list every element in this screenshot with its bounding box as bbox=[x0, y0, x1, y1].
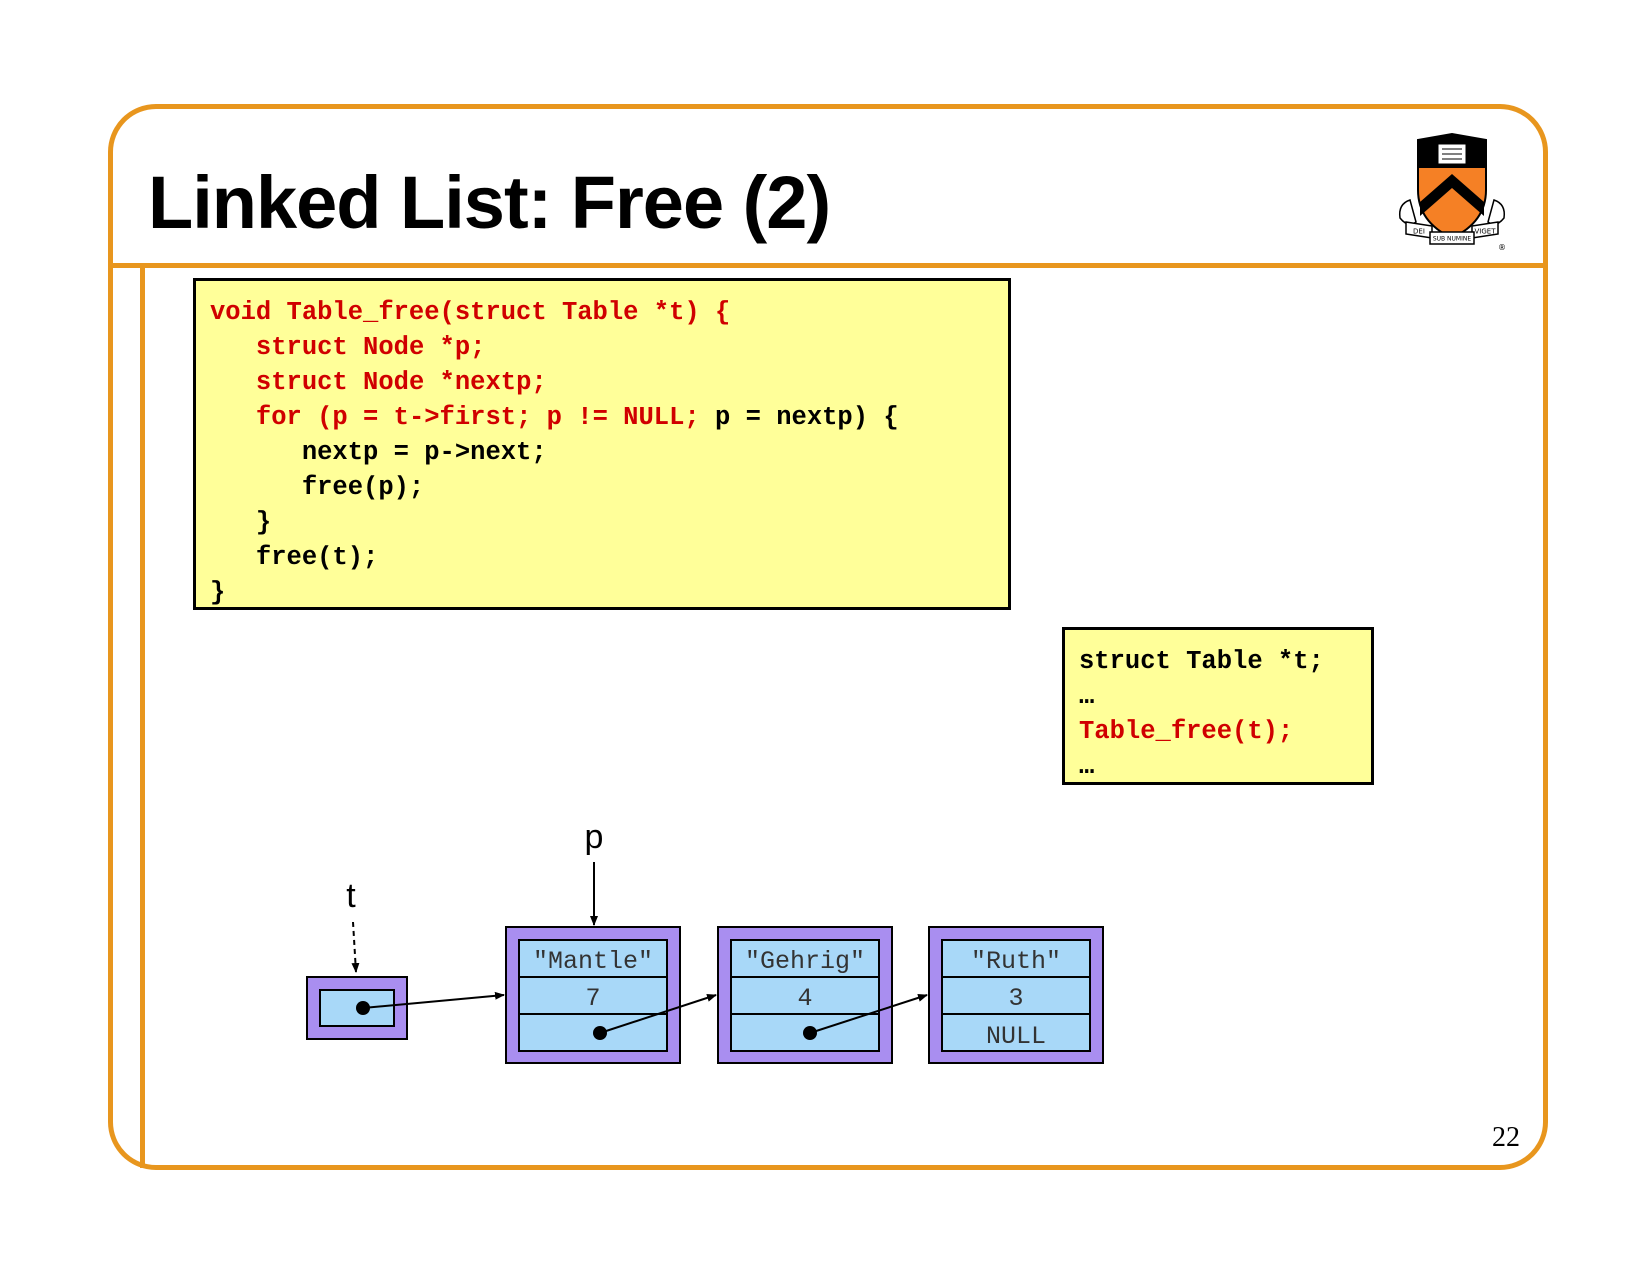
code-line: free(p); bbox=[210, 470, 1008, 505]
node-key: "Ruth" bbox=[971, 947, 1061, 976]
motto-left: DEI bbox=[1413, 228, 1425, 236]
code-line: void Table_free(struct Table *t) { bbox=[210, 295, 1008, 330]
call-site-line: … bbox=[1079, 752, 1095, 781]
code-text: } bbox=[210, 578, 226, 607]
motto-right: VIGET bbox=[1475, 228, 1497, 236]
node-value: 7 bbox=[585, 984, 600, 1013]
call-site-line: … bbox=[1079, 682, 1095, 711]
node-next-null: NULL bbox=[986, 1022, 1046, 1051]
motto-center: SUB NUMINE bbox=[1433, 236, 1472, 243]
list-node-ruth: "Ruth" 3 NULL bbox=[928, 926, 1104, 1064]
table-free-code-block: void Table_free(struct Table *t) { struc… bbox=[193, 278, 1011, 610]
code-text: p = nextp) { bbox=[699, 403, 899, 432]
pointer-t-arrow bbox=[351, 921, 360, 973]
title-divider bbox=[110, 263, 1546, 268]
slide-frame bbox=[108, 104, 1548, 1170]
code-line: nextp = p->next; bbox=[210, 435, 1008, 470]
call-site-line: struct Table *t; bbox=[1079, 647, 1324, 676]
node-value: 3 bbox=[1008, 984, 1023, 1013]
list-node-gehrig: "Gehrig" 4 bbox=[717, 926, 893, 1064]
code-text: nextp = p->next; bbox=[210, 438, 547, 467]
link-table-to-mantle bbox=[362, 991, 505, 1009]
call-site-line: Table_free(t); bbox=[1079, 717, 1294, 746]
code-text: free(t); bbox=[210, 543, 379, 572]
code-text-highlight: void Table_free(struct Table *t) { bbox=[210, 298, 731, 327]
table-struct-box bbox=[306, 976, 408, 1040]
code-line: for (p = t->first; p != NULL; p = nextp)… bbox=[210, 400, 1008, 435]
code-text-highlight: struct Node *p; bbox=[255, 333, 486, 362]
code-text-highlight: for (p = t->first; p != NULL; bbox=[255, 403, 700, 432]
link-gehrig-to-ruth bbox=[809, 993, 928, 1034]
princeton-shield-logo: DEI SUB NUMINE VIGET ® bbox=[1398, 132, 1506, 252]
slide-title: Linked List: Free (2) bbox=[148, 161, 831, 244]
page-number: 22 bbox=[1492, 1122, 1520, 1153]
call-site-code-block: struct Table *t; … Table_free(t); … bbox=[1062, 627, 1374, 785]
code-line: } bbox=[210, 575, 1008, 610]
code-text-highlight: struct Node *nextp; bbox=[255, 368, 547, 397]
code-line: } bbox=[210, 505, 1008, 540]
code-text: } bbox=[210, 508, 272, 537]
code-line: free(t); bbox=[210, 540, 1008, 575]
code-line: struct Node *p; bbox=[210, 330, 1008, 365]
call-site-lines: struct Table *t; … Table_free(t); … bbox=[1079, 644, 1371, 784]
node-key: "Mantle" bbox=[533, 947, 653, 976]
node-value: 4 bbox=[797, 984, 812, 1013]
link-mantle-to-gehrig bbox=[599, 994, 717, 1034]
code-lines: void Table_free(struct Table *t) { struc… bbox=[210, 295, 1008, 610]
list-node-mantle: "Mantle" 7 bbox=[505, 926, 681, 1064]
node-key: "Gehrig" bbox=[745, 947, 865, 976]
side-divider bbox=[140, 268, 145, 1168]
pointer-p-label: p bbox=[585, 818, 604, 856]
code-line: struct Node *nextp; bbox=[210, 365, 1008, 400]
code-text: free(p); bbox=[210, 473, 425, 502]
pointer-t-label: t bbox=[346, 877, 356, 915]
registered-mark: ® bbox=[1498, 243, 1506, 252]
